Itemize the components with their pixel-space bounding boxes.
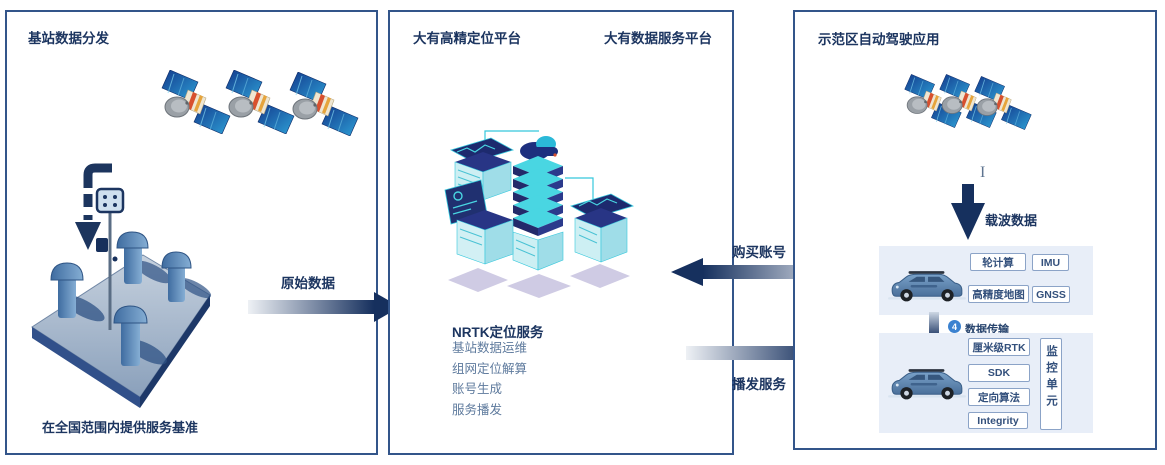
nrtk-service-list: 基站数据运维 组网定位解算 账号生成 服务播发: [452, 338, 527, 420]
satellite-icon: [288, 72, 360, 136]
list-item: 基站数据运维: [452, 341, 528, 355]
base-station-illustration: [31, 187, 212, 408]
cursor-i-glyph: I: [980, 164, 986, 181]
carrier-data-label: 载波数据: [985, 213, 1038, 228]
data-service-platform-title: 大有数据服务平台: [604, 31, 712, 46]
raw-data-label: 原始数据: [281, 276, 335, 291]
carrier-data-arrow: [951, 132, 985, 240]
module-chip: 高精度地图: [968, 285, 1029, 303]
module-chip: IMU: [1032, 254, 1069, 271]
module-chip: Integrity: [968, 412, 1028, 429]
signal-trail-arrow: [75, 163, 375, 250]
pillar: [50, 231, 192, 366]
monitor-unit-chip: 监控单元: [1040, 338, 1062, 430]
list-item: 组网定位解算: [452, 361, 528, 376]
list-item: 服务播发: [452, 402, 503, 417]
module-chip: GNSS: [1032, 286, 1070, 303]
buy-account-label: 购买账号: [732, 245, 786, 260]
car-icon: [886, 267, 968, 303]
list-item: 账号生成: [452, 382, 503, 396]
left-panel-title: 基站数据分发: [28, 31, 109, 46]
car-icon: [886, 365, 968, 401]
positioning-platform-title: 大有高精定位平台: [413, 31, 521, 46]
nrtk-service-heading: NRTK定位服务: [452, 325, 544, 340]
raw-data-arrow: [248, 292, 400, 322]
module-chip: SDK: [968, 364, 1030, 382]
right-panel-title: 示范区自动驾驶应用: [818, 32, 940, 47]
module-chip: 定向算法: [968, 388, 1030, 406]
step-badge: 4: [948, 320, 961, 333]
satellite-icon: [973, 76, 1033, 130]
satellite-icon: [160, 70, 232, 134]
server-cluster-illustration: [444, 130, 635, 298]
module-chip: 厘米级RTK: [968, 338, 1030, 356]
satellite-icon: [224, 70, 296, 134]
module-chip: 轮计算: [970, 253, 1026, 271]
broadcast-service-label: 播发服务: [732, 377, 786, 392]
left-panel-caption: 在全国范围内提供服务基准: [42, 420, 199, 435]
